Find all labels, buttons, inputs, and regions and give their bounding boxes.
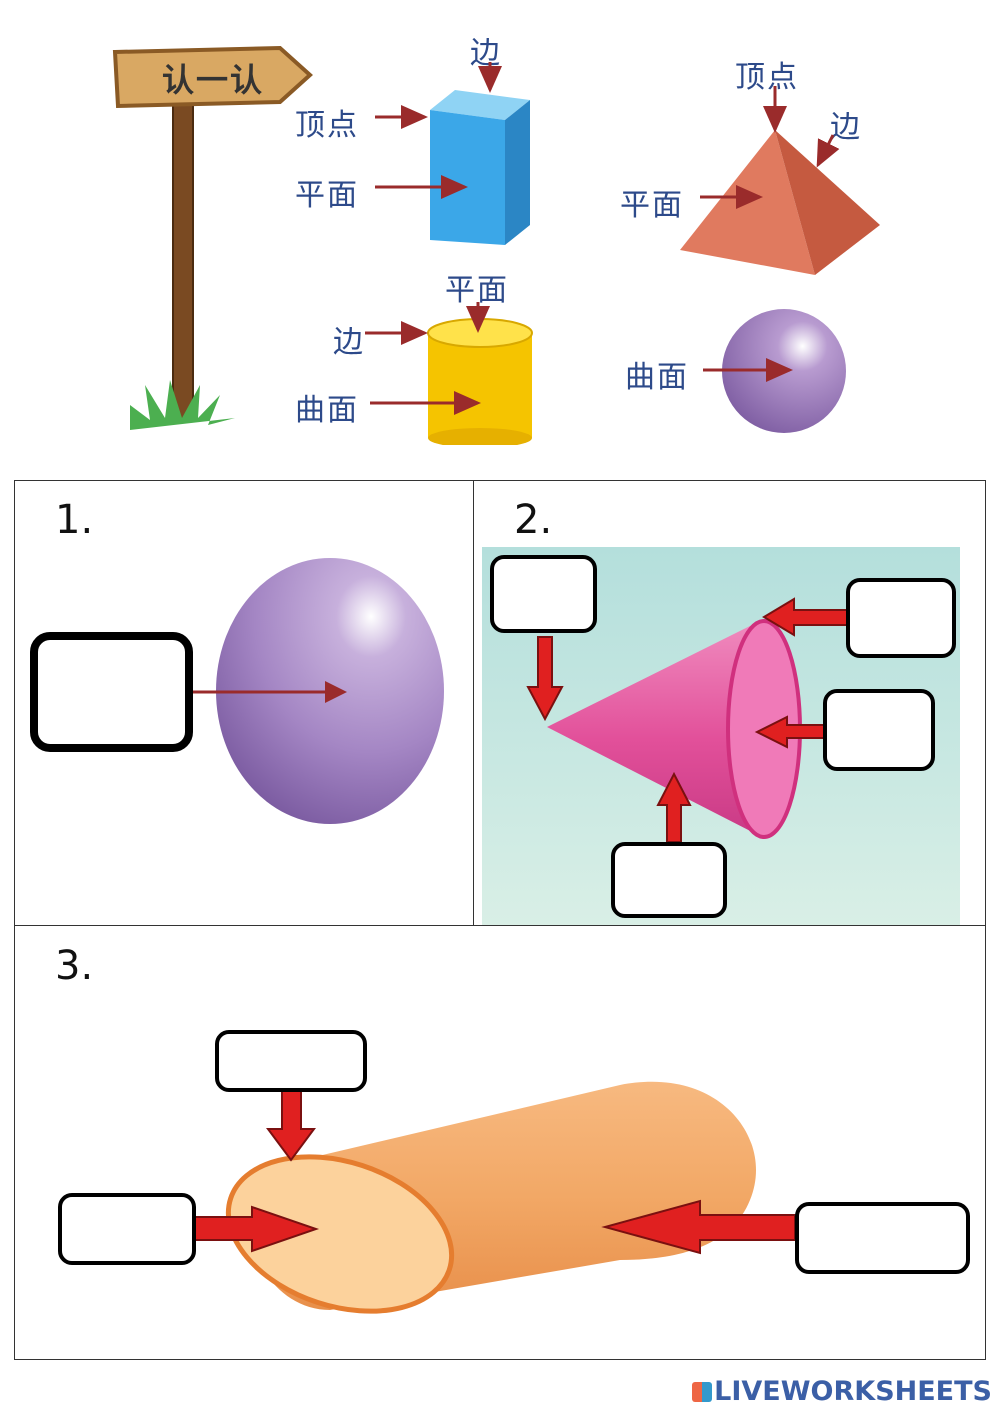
question-3-number: 3. xyxy=(55,943,94,989)
cuboid-face-label: 平面 xyxy=(295,178,359,213)
cone-edge-answer-box[interactable] xyxy=(846,578,956,658)
question-1-number: 1. xyxy=(55,497,94,543)
cone-vertex-answer-box[interactable] xyxy=(490,555,597,633)
cone-curved-answer-box[interactable] xyxy=(611,842,727,918)
question-1-arrow xyxy=(185,681,347,703)
cylinder-small-icon xyxy=(427,318,533,445)
cylinder-face-label: 平面 xyxy=(445,273,509,308)
intro-arrows xyxy=(365,62,840,415)
liveworksheets-mark-icon xyxy=(692,1382,713,1402)
cuboid-edge-label: 边 xyxy=(470,36,502,71)
cylinder-face-answer-box[interactable] xyxy=(58,1193,196,1265)
cylinder-edge-label: 边 xyxy=(333,325,365,360)
cone-face-answer-box[interactable] xyxy=(823,689,935,771)
question-3-cell xyxy=(14,925,986,1360)
cylinder-edge-answer-box[interactable] xyxy=(215,1030,367,1092)
sphere-curved-label: 曲面 xyxy=(625,360,689,395)
pyramid-vertex-label: 顶点 xyxy=(735,60,799,95)
sign-text: 认一认 xyxy=(162,61,265,99)
question-2-number: 2. xyxy=(514,497,553,543)
cylinder-curved-answer-box[interactable] xyxy=(795,1202,970,1274)
cone-icon xyxy=(526,597,853,843)
liveworksheets-logo[interactable]: LIVEWORKSHEETS xyxy=(692,1376,992,1407)
footer-brand: LIVEWORKSHEETS xyxy=(714,1376,992,1407)
question-3-arrows xyxy=(194,1089,796,1255)
pyramid-face-label: 平面 xyxy=(620,188,684,223)
cylinder-icon xyxy=(225,1081,757,1314)
signpost-icon xyxy=(112,45,313,430)
cylinder-curved-label: 曲面 xyxy=(295,393,359,428)
cuboid-vertex-label: 顶点 xyxy=(295,108,359,143)
question-1-answer-box[interactable] xyxy=(30,632,193,752)
